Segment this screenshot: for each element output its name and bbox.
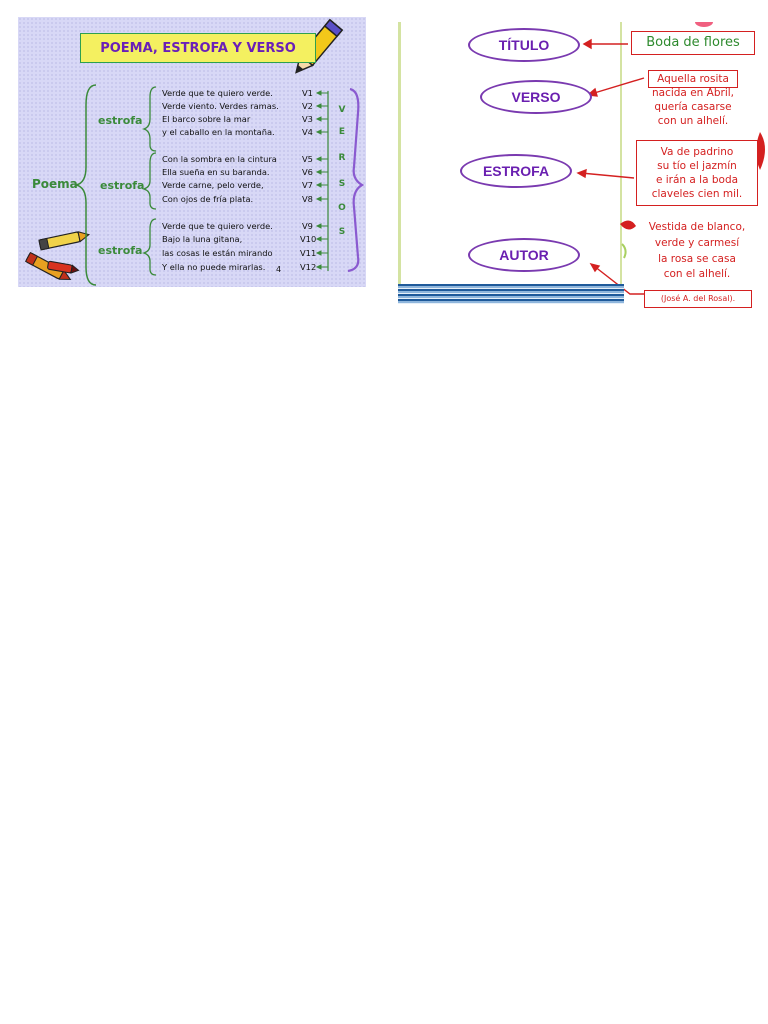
verse-line: Ella sueña en su baranda.	[162, 167, 270, 177]
versos-letter: O	[338, 203, 346, 213]
verse-number: V6	[302, 167, 313, 177]
poem-author: (José A. del Rosal).	[660, 294, 736, 303]
author-box	[644, 290, 752, 308]
verse-number: V4	[302, 127, 313, 137]
poema-bracket	[75, 84, 97, 286]
verse-arrows	[315, 90, 328, 270]
poema-estrofa-verso-slide: POEMA, ESTROFA Y VERSO Poema estrofa est…	[18, 17, 366, 287]
poem-line: la rosa se casa	[658, 253, 736, 265]
page-number: 4	[276, 265, 282, 274]
estrofa-label-2: estrofa	[100, 179, 145, 192]
poem-line: Vestida de blanco,	[648, 221, 746, 233]
poem-line: quería casarse	[654, 101, 732, 113]
verse-number: V8	[302, 194, 313, 204]
estrofa-label-3: estrofa	[98, 244, 143, 257]
verse-line: Con la sombra en la cintura	[162, 154, 277, 164]
poem-line: su tío el jazmín	[657, 160, 737, 172]
verse-line: Bajo la luna gitana,	[162, 234, 243, 244]
crayons-icon	[24, 231, 91, 281]
verso-label: VERSO	[480, 80, 592, 114]
stanza-highlight-box	[636, 140, 758, 206]
verse-number: V12	[300, 262, 317, 272]
verse-number: V5	[302, 154, 313, 164]
verse-number: V1	[302, 88, 313, 98]
verse-number: V3	[302, 114, 313, 124]
verse-line: Con ojos de fría plata.	[162, 194, 254, 204]
bottom-decorative-band	[398, 284, 624, 304]
verse-line: Verde carne, pelo verde,	[162, 180, 264, 190]
titulo-label: TÍTULO	[468, 28, 580, 62]
verse-highlight-box	[648, 70, 738, 88]
right-slide-graphics	[576, 22, 765, 295]
poem-line: claveles cien mil.	[651, 188, 743, 200]
petal-icon	[756, 132, 765, 170]
versos-letter: R	[338, 153, 346, 163]
poem-line: verde y carmesí	[654, 237, 740, 249]
poem-line: Va de padrino	[660, 146, 734, 158]
slide-divider	[620, 22, 622, 292]
petal-icon	[620, 220, 636, 230]
verse-line: El barco sobre la mar	[162, 114, 251, 124]
poem-title: Boda de flores	[646, 35, 740, 50]
poem-line: con un alhelí.	[657, 115, 729, 127]
versos-letter: S	[338, 227, 346, 237]
petal-icon	[695, 22, 713, 27]
arrows	[576, 38, 645, 295]
verse-number: V9	[302, 221, 313, 231]
verse-number: V7	[302, 180, 313, 190]
autor-label: AUTOR	[468, 238, 580, 272]
verse-line: Verde viento. Verdes ramas.	[162, 101, 279, 111]
verse-line: y el caballo en la montaña.	[162, 127, 275, 137]
verse-line: las cosas le están mirando	[162, 248, 273, 258]
estrofa-bracket-1	[141, 86, 157, 152]
poem-line: nacida en Abril,	[651, 87, 734, 99]
verse-line: Verde que te quiero verde.	[162, 88, 273, 98]
versos-letter: E	[338, 127, 346, 137]
verse-number: V10	[300, 234, 317, 244]
slide-border	[398, 22, 401, 292]
verse-number: V11	[300, 248, 317, 258]
estrofa-bracket-2	[141, 152, 157, 210]
boda-de-flores-slide: TÍTULO VERSO ESTROFA AUTOR Boda de flore…	[398, 22, 768, 310]
verse-number: V2	[302, 101, 313, 111]
versos-letter: S	[338, 179, 346, 189]
poem-title-box	[631, 31, 755, 55]
verse-line: Y ella no puede mirarlas.	[162, 262, 266, 272]
poem-line: con el alhelí.	[663, 268, 731, 280]
poem-line: Aquella rosita	[657, 73, 729, 85]
poema-label: Poema	[32, 177, 78, 191]
verse-line: Verde que te quiero verde.	[162, 221, 273, 231]
versos-bracket	[347, 87, 365, 273]
leaf-icon	[621, 243, 627, 259]
estrofa-bracket-3	[141, 218, 157, 276]
slide-title: POEMA, ESTROFA Y VERSO	[80, 33, 316, 63]
poem-line: e irán a la boda	[655, 174, 739, 186]
estrofa-label-1: estrofa	[98, 114, 143, 127]
estrofa-label: ESTROFA	[460, 154, 572, 188]
versos-letter: V	[338, 105, 346, 115]
